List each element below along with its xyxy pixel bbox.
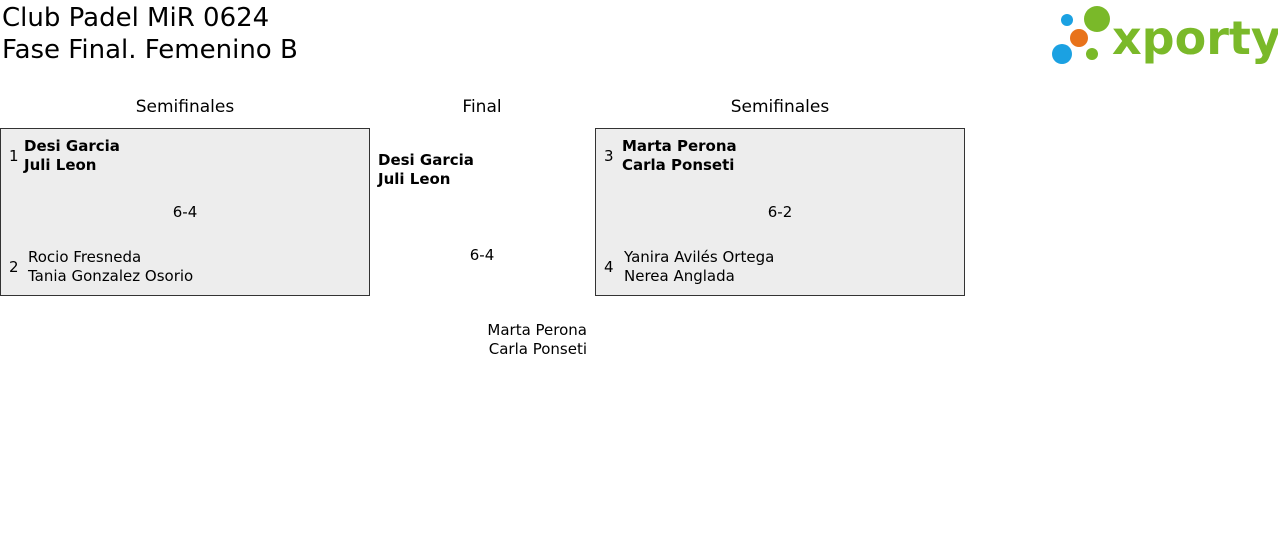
player-name: Juli Leon (378, 170, 451, 188)
logo-wordmark: xporty (1112, 11, 1278, 65)
column-header-final: Final (462, 97, 502, 117)
final-score: 6-4 (469, 246, 495, 264)
player-name: Yanira Avilés Ortega (624, 248, 775, 266)
seed-number: 4 (604, 258, 614, 276)
player-name: Tania Gonzalez Osorio (28, 267, 194, 285)
semifinal-left-match: 1 Desi Garcia Juli Leon 6-4 2 Rocio Fres… (0, 128, 370, 296)
player-name: Desi Garcia (378, 151, 474, 169)
match-score: 6-2 (767, 203, 793, 221)
page-title: Club Padel MiR 0624 (2, 3, 270, 33)
column-header-right-semifinal: Semifinales (730, 97, 830, 117)
semifinal-right-match: 3 Marta Perona Carla Ponseti 6-2 4 Yanir… (595, 128, 965, 296)
seed-number: 1 (9, 147, 19, 165)
player-name: Nerea Anglada (624, 267, 735, 285)
final-team-top: Desi Garcia Juli Leon (378, 151, 474, 189)
seed-number: 2 (9, 258, 19, 276)
player-name: Carla Ponseti (622, 156, 735, 174)
team-top: Desi Garcia Juli Leon (24, 137, 120, 175)
player-name: Marta Perona (622, 137, 737, 155)
column-header-left-semifinal: Semifinales (135, 97, 235, 117)
player-name: Desi Garcia (24, 137, 120, 155)
player-name: Rocio Fresneda (28, 248, 142, 266)
match-score: 6-4 (172, 203, 198, 221)
player-name: Carla Ponseti (488, 340, 587, 358)
seed-number: 3 (604, 147, 614, 165)
xporty-logo: xporty (1052, 4, 1280, 68)
final-team-bottom: Marta Perona Carla Ponseti (437, 321, 587, 359)
team-top: Marta Perona Carla Ponseti (622, 137, 737, 175)
page-subtitle: Fase Final. Femenino B (2, 35, 298, 65)
team-bottom: Rocio Fresneda Tania Gonzalez Osorio (28, 248, 193, 286)
player-name: Marta Perona (487, 321, 587, 339)
player-name: Juli Leon (24, 156, 97, 174)
team-bottom: Yanira Avilés Ortega Nerea Anglada (624, 248, 774, 286)
